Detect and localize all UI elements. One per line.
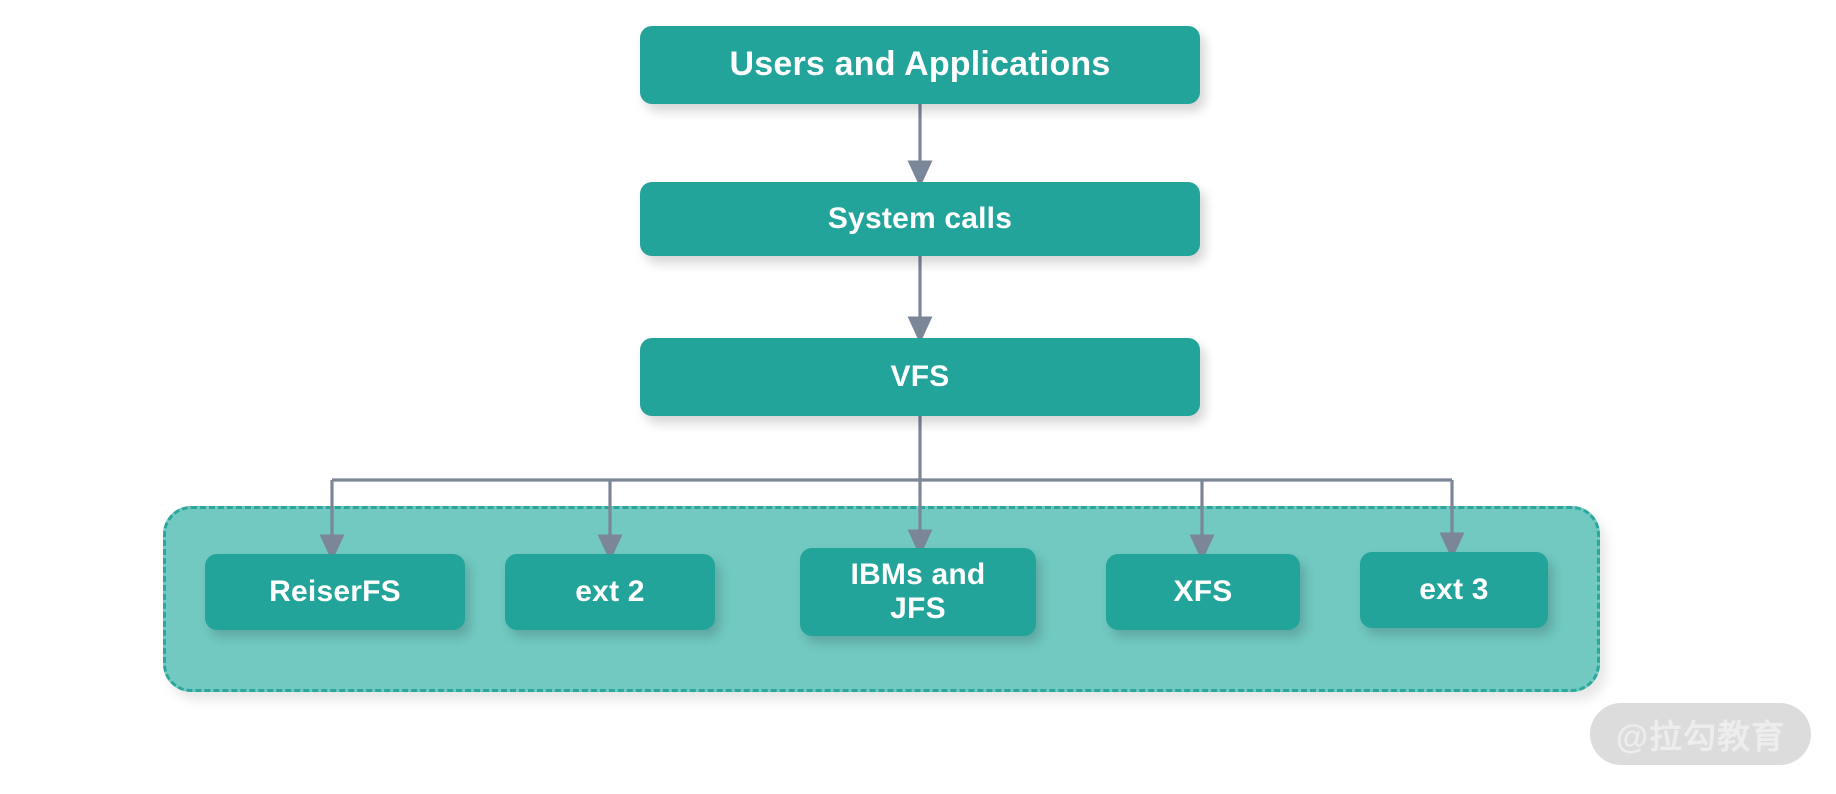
node-users-and-applications[interactable]: Users and Applications — [640, 26, 1200, 104]
node-vfs-label: VFS — [890, 359, 950, 393]
node-ibms-and-jfs-label: IBMs and JFS — [851, 558, 986, 627]
node-system-calls[interactable]: System calls — [640, 182, 1200, 256]
node-users-and-applications-label: Users and Applications — [729, 45, 1111, 84]
node-ibms-and-jfs-line2: JFS — [890, 592, 946, 625]
node-reiserfs-label: ReiserFS — [269, 574, 401, 608]
node-vfs[interactable]: VFS — [640, 338, 1200, 416]
node-ext3-label: ext 3 — [1419, 572, 1489, 606]
watermark-badge: @拉勾教育 — [1590, 703, 1811, 765]
node-ext2[interactable]: ext 2 — [505, 554, 715, 630]
watermark-text: @拉勾教育 — [1615, 718, 1786, 755]
node-ibms-and-jfs[interactable]: IBMs and JFS — [800, 548, 1036, 636]
node-system-calls-label: System calls — [827, 201, 1013, 235]
node-ibms-and-jfs-line1: IBMs and — [850, 557, 986, 591]
node-ext2-label: ext 2 — [575, 574, 645, 608]
node-xfs[interactable]: XFS — [1106, 554, 1300, 630]
node-ext3[interactable]: ext 3 — [1360, 552, 1548, 628]
node-reiserfs[interactable]: ReiserFS — [205, 554, 465, 630]
node-xfs-label: XFS — [1173, 574, 1233, 608]
